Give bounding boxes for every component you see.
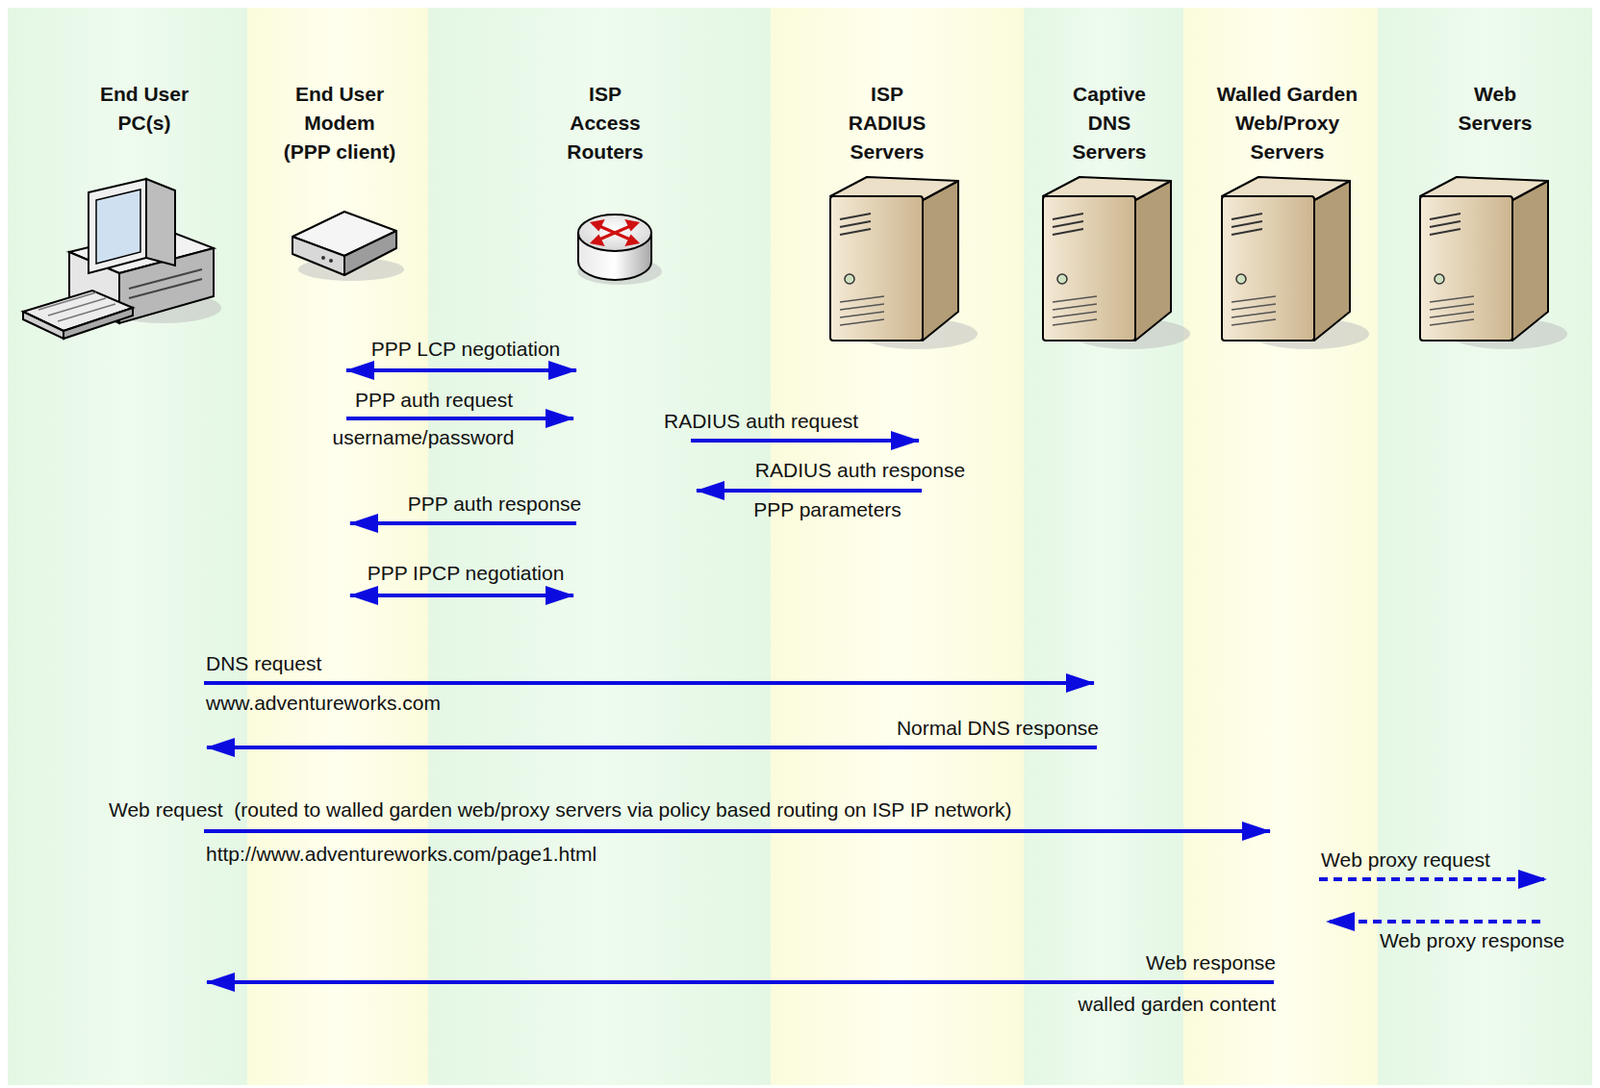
message-arrow: [346, 416, 574, 421]
header-text: Walled Garden Web/Proxy Servers: [1210, 79, 1365, 167]
header-text: Captive DNS Servers: [1065, 79, 1154, 167]
message-arrow: [203, 681, 1094, 686]
message-arrow: [350, 521, 577, 526]
message-label: Web proxy response: [1379, 929, 1565, 953]
message-detail: walled garden content: [1078, 992, 1276, 1016]
message-label: Web response: [1145, 951, 1276, 975]
message-label: RADIUS auth response: [755, 458, 966, 483]
server-icon: [830, 177, 978, 350]
message-arrow: [1319, 877, 1547, 882]
message-detail: www.adventureworks.com: [205, 691, 441, 715]
message-arrow: [206, 745, 1097, 750]
message-label: PPP LCP negotiation: [371, 337, 561, 361]
message-label: Web request (routed to walled garden web…: [108, 798, 1013, 822]
message-arrow: [350, 593, 574, 598]
message-detail: http://www.adventureworks.com/page1.html: [205, 842, 597, 866]
header-text: ISP Access Routers: [563, 79, 647, 167]
header-text: ISP RADIUS Servers: [842, 79, 932, 167]
message-arrow: [696, 488, 922, 493]
column-header: ISP Access Routers: [563, 79, 647, 167]
message-detail: username/password: [331, 426, 514, 450]
server-icon: [1042, 177, 1191, 350]
header-text: End User PC(s): [96, 79, 193, 138]
pc-icon: [23, 178, 222, 339]
column-header: Walled Garden Web/Proxy Servers: [1210, 79, 1365, 167]
column-header: Captive DNS Servers: [1065, 79, 1154, 167]
header-text: Web Servers: [1450, 79, 1540, 138]
message-label: Normal DNS response: [896, 716, 1099, 740]
message-arrow: [1326, 919, 1541, 924]
column-header: Web Servers: [1450, 79, 1540, 138]
message-arrow: [346, 368, 577, 373]
server-icon: [1420, 177, 1568, 350]
message-label: RADIUS auth request: [663, 409, 859, 433]
server-icon: [1221, 177, 1370, 350]
modem-icon: [292, 211, 405, 281]
message-label: Web proxy request: [1320, 848, 1491, 872]
message-label: PPP auth response: [407, 492, 583, 516]
header-text: End User Modem (PPP client): [280, 79, 399, 167]
message-arrow: [203, 829, 1270, 834]
column-header: ISP RADIUS Servers: [842, 79, 932, 167]
message-label: PPP IPCP negotiation: [367, 561, 565, 585]
column-header: End User Modem (PPP client): [280, 79, 399, 167]
message-label: PPP auth request: [355, 388, 513, 412]
message-detail: PPP parameters: [753, 498, 902, 522]
router-icon: [577, 214, 662, 285]
message-arrow: [690, 438, 919, 443]
message-label: DNS request: [205, 652, 322, 676]
column-header: End User PC(s): [96, 79, 193, 138]
message-arrow: [206, 980, 1274, 985]
